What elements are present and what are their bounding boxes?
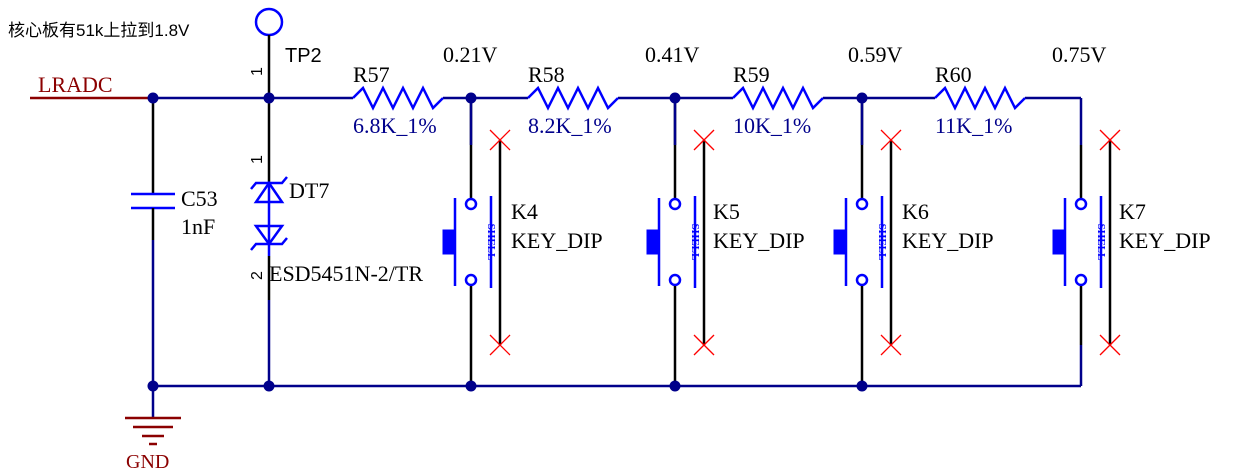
pullup-note: 核心板有51k上拉到1.8V [8,21,190,40]
resistor-r60: R60 11K_1% [934,62,1026,138]
tp2-ref: TP2 [285,45,322,67]
junction-dot [669,380,681,392]
tp2-pin-number: 1 [249,67,266,76]
c53-value: 1nF [181,214,215,239]
junction-dot [465,92,477,104]
junction-dot [263,92,275,104]
tvs-diode-dt7: 1 2 DT7 ESD5451N-2/TR [249,98,423,386]
k7-part: KEY_DIP [1119,228,1211,253]
r58-value: 8.2K_1% [528,113,612,138]
k5-ref: K5 [713,199,740,224]
net-label-lradc: LRADC [38,72,113,97]
k6-shell-label: SHELL [876,224,888,261]
k5-shell-label: SHELL [689,224,701,261]
voltage-node-1: 0.21V [443,42,498,67]
gnd-symbol: GND [125,386,181,473]
capacitor-c53: C53 1nF [131,98,218,386]
junction-dot [147,380,159,392]
voltage-node-4: 0.75V [1052,42,1107,67]
k7-nc-top [1099,129,1121,151]
k4-ref: K4 [511,199,538,224]
r60-value: 11K_1% [935,113,1012,138]
k4-shell-label: SHELL [485,224,497,261]
r59-ref: R59 [733,62,770,87]
junction-dot [856,380,868,392]
r57-value: 6.8K_1% [353,113,437,138]
k7-shell-label: SHELL [1095,224,1107,261]
k4-part: KEY_DIP [511,228,603,253]
resistor-r57: R57 6.8K_1% [352,62,444,138]
resistor-r59: R59 10K_1% [732,62,824,138]
dt7-ref: DT7 [289,178,329,203]
k4-nc-top [489,129,511,151]
junction-dot [147,92,159,104]
key-switch-k7: SHELL K7 KEY_DIP [1052,129,1211,356]
k5-nc-bottom [693,334,715,356]
k6-nc-bottom [880,334,902,356]
k5-part: KEY_DIP [713,228,805,253]
k7-ref: K7 [1119,199,1146,224]
voltage-node-3: 0.59V [848,42,903,67]
junction-dot [263,380,275,392]
r60-ref: R60 [935,62,972,87]
r57-ref: R57 [353,62,390,87]
k6-ref: K6 [902,199,929,224]
c53-ref: C53 [181,186,218,211]
test-point-tp2: 1 TP2 [249,7,322,98]
dt7-pin-bottom: 2 [249,271,266,280]
net-label-gnd: GND [126,451,169,473]
r59-value: 10K_1% [733,113,811,138]
k4-nc-bottom [489,334,511,356]
dt7-part: ESD5451N-2/TR [269,261,423,286]
junction-dot [856,92,868,104]
k5-nc-top [693,129,715,151]
junction-dot [465,380,477,392]
k6-part: KEY_DIP [902,228,994,253]
r58-ref: R58 [528,62,565,87]
key-switch-k4: SHELL K4 KEY_DIP [442,98,603,386]
resistor-r58: R58 8.2K_1% [527,62,619,138]
voltage-node-2: 0.41V [645,42,700,67]
k6-nc-top [880,129,902,151]
dt7-pin-top: 1 [249,155,266,164]
key-switch-k5: SHELL K5 KEY_DIP [646,98,805,386]
key-switch-k6: SHELL K6 KEY_DIP [833,98,994,386]
junction-dot [669,92,681,104]
k7-nc-bottom [1099,334,1121,356]
